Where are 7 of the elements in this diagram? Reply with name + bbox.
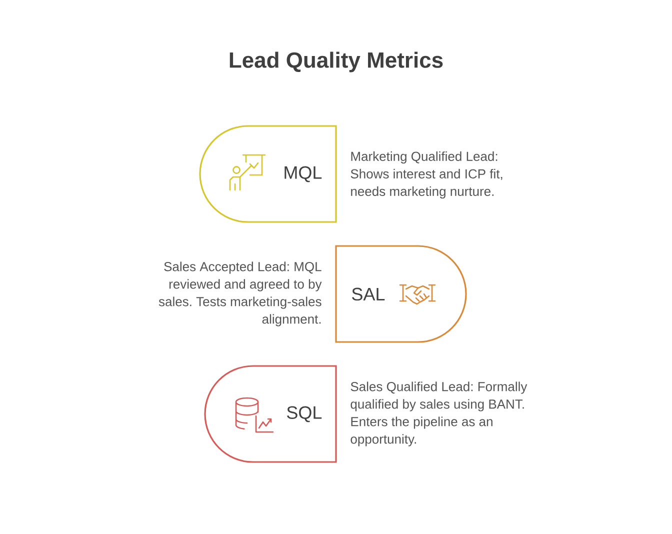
- half-round-box: SQL: [204, 365, 337, 463]
- description-text: Marketing Qualified Lead: Shows interest and ICP fit, needs marketing nurture.: [350, 151, 502, 199]
- half-round-box: MQL: [199, 125, 337, 223]
- half-round-box: SAL: [335, 245, 467, 343]
- description-text: Sales Accepted Lead: MQL reviewed and agreed to by sales. Tests marketing-sales alignment.: [158, 262, 322, 326]
- title: Lead Quality Metrics: [230, 52, 443, 72]
- description-text: Sales Qualified Lead: Formally qualified by sales using BANT. Enters the pipeline as an opportunity.: [350, 382, 528, 446]
